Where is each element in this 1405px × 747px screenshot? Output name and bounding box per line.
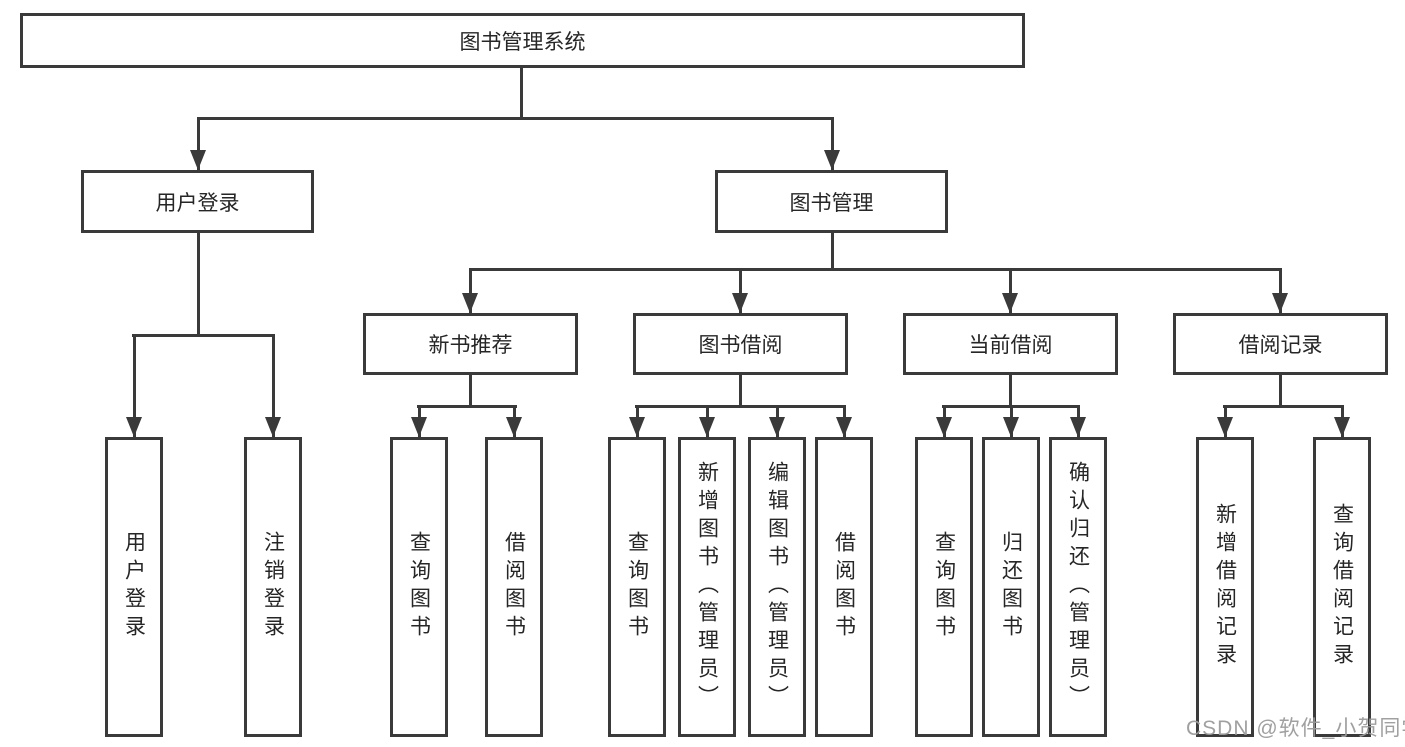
leaf-borrow-books-borrowing: 借阅图书 <box>815 437 873 737</box>
arrowhead-icon <box>1003 417 1019 437</box>
connector-line <box>831 117 834 170</box>
connector-line <box>1009 268 1012 313</box>
leaf-query-books-recommend-label: 查询图书 <box>407 531 431 643</box>
arrowhead-icon <box>936 417 952 437</box>
node-borrowing-records-label: 借阅记录 <box>1238 334 1323 357</box>
arrowhead-icon <box>629 417 645 437</box>
arrowhead-icon <box>1070 417 1086 437</box>
connector-line <box>520 67 523 119</box>
leaf-user-login: 用户登录 <box>105 437 163 737</box>
leaf-query-borrow-record-label: 查询借阅记录 <box>1330 503 1354 671</box>
node-user-login: 用户登录 <box>81 170 314 233</box>
connector-line <box>469 268 472 313</box>
connector-line <box>197 233 200 337</box>
leaf-logout: 注销登录 <box>244 437 302 737</box>
arrowhead-icon <box>836 417 852 437</box>
leaf-confirm-return-admin: 确认归还（管理员） <box>1049 437 1107 737</box>
arrowhead-icon <box>506 417 522 437</box>
leaf-query-books-borrowing: 查询图书 <box>608 437 666 737</box>
arrowhead-icon <box>265 417 281 437</box>
node-current-borrowing-label: 当前借阅 <box>968 334 1053 357</box>
leaf-return-book-label: 归还图书 <box>999 531 1023 643</box>
leaf-return-book: 归还图书 <box>982 437 1040 737</box>
leaf-edit-book-admin-label: 编辑图书（管理员） <box>765 461 789 713</box>
leaf-query-books-recommend: 查询图书 <box>390 437 448 737</box>
arrowhead-icon <box>1217 417 1233 437</box>
arrowhead-icon <box>462 293 478 313</box>
node-book-management-label: 图书管理 <box>789 191 874 215</box>
leaf-borrow-books-recommend-label: 借阅图书 <box>502 531 526 643</box>
arrowhead-icon <box>824 150 840 170</box>
leaf-add-borrow-record: 新增借阅记录 <box>1196 437 1254 737</box>
arrowhead-icon <box>1272 293 1288 313</box>
node-new-book-recommend-label: 新书推荐 <box>428 334 513 357</box>
node-book-management: 图书管理 <box>715 170 948 233</box>
arrowhead-icon <box>769 417 785 437</box>
arrowhead-icon <box>411 417 427 437</box>
connector-line <box>469 268 1282 271</box>
leaf-user-login-label: 用户登录 <box>122 531 146 643</box>
connector-line <box>197 117 834 120</box>
connector-line <box>1279 375 1282 408</box>
arrowhead-icon <box>190 150 206 170</box>
arrowhead-icon <box>732 293 748 313</box>
node-book-borrowing-label: 图书借阅 <box>698 334 783 357</box>
node-new-book-recommend: 新书推荐 <box>363 313 578 375</box>
connector-line <box>417 405 517 408</box>
watermark: CSDN @软件_小贺同学 <box>1186 717 1405 740</box>
leaf-logout-label: 注销登录 <box>261 531 285 643</box>
leaf-add-book-admin: 新增图书（管理员） <box>678 437 736 737</box>
connector-line <box>831 233 834 271</box>
node-root: 图书管理系统 <box>20 13 1025 68</box>
arrowhead-icon <box>1334 417 1350 437</box>
connector-line <box>1223 405 1344 408</box>
connector-line <box>1009 375 1012 408</box>
connector-line <box>197 117 200 170</box>
leaf-borrow-books-borrowing-label: 借阅图书 <box>832 531 856 643</box>
connector-line <box>739 375 742 408</box>
connector-line <box>739 268 742 313</box>
node-root-label: 图书管理系统 <box>459 30 586 54</box>
connector-line <box>469 375 472 408</box>
leaf-confirm-return-admin-label: 确认归还（管理员） <box>1066 461 1090 713</box>
arrowhead-icon <box>126 417 142 437</box>
node-current-borrowing: 当前借阅 <box>903 313 1118 375</box>
node-borrowing-records: 借阅记录 <box>1173 313 1388 375</box>
leaf-query-borrow-record: 查询借阅记录 <box>1313 437 1371 737</box>
connector-line <box>133 334 136 437</box>
leaf-query-books-borrowing-label: 查询图书 <box>625 531 649 643</box>
arrowhead-icon <box>699 417 715 437</box>
leaf-query-books-current: 查询图书 <box>915 437 973 737</box>
leaf-borrow-books-recommend: 借阅图书 <box>485 437 543 737</box>
leaf-query-books-current-label: 查询图书 <box>932 531 956 643</box>
connector-line <box>272 334 275 437</box>
connector-line <box>1279 268 1282 313</box>
arrowhead-icon <box>1002 293 1018 313</box>
connector-line <box>635 405 846 408</box>
leaf-add-book-admin-label: 新增图书（管理员） <box>695 461 719 713</box>
leaf-edit-book-admin: 编辑图书（管理员） <box>748 437 806 737</box>
node-user-login-label: 用户登录 <box>155 191 240 215</box>
node-book-borrowing: 图书借阅 <box>633 313 848 375</box>
connector-line <box>132 334 274 337</box>
leaf-add-borrow-record-label: 新增借阅记录 <box>1213 503 1237 671</box>
